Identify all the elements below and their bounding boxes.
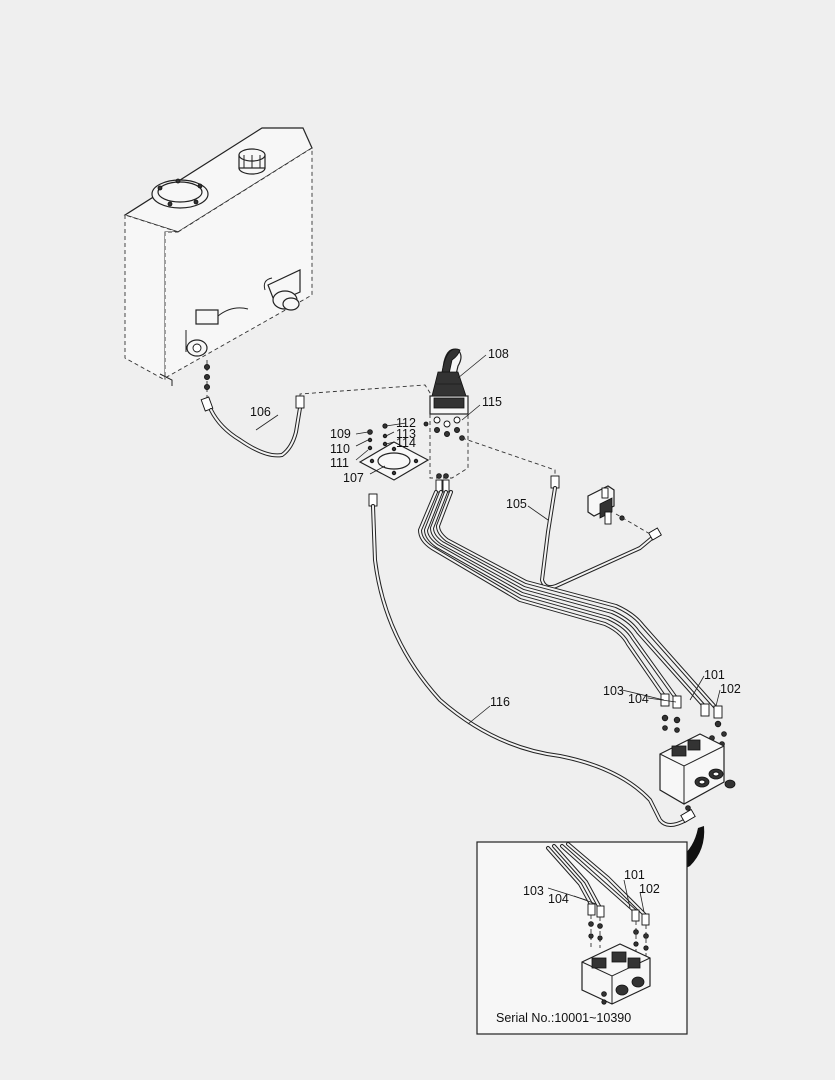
callout-112: 112	[396, 416, 416, 430]
inset-callout-102: 102	[639, 882, 660, 896]
callout-109: 109	[330, 427, 351, 441]
hydraulic-tank	[123, 127, 313, 386]
inset-callout-104: 104	[548, 892, 569, 906]
callout-104: 104	[628, 692, 649, 706]
joystick-valve	[423, 348, 469, 493]
inset-callout-103: 103	[523, 884, 544, 898]
callout-113: 113	[396, 427, 416, 441]
callout-108: 108	[488, 347, 509, 361]
mounting-hardware	[367, 423, 388, 451]
callout-leaders	[255, 354, 721, 725]
tank-return-port	[185, 307, 249, 357]
callout-116: 116	[490, 695, 510, 709]
pilot-block	[587, 485, 651, 535]
inset-callout-101: 101	[624, 868, 645, 882]
hose-106	[200, 360, 433, 458]
callout-101: 101	[704, 668, 725, 682]
callout-106: 106	[250, 405, 271, 419]
callout-111: 111	[330, 456, 349, 470]
callout-107: 107	[343, 471, 364, 485]
callout-115: 115	[482, 395, 502, 409]
breather-cap	[238, 148, 266, 175]
inspection-cover	[151, 178, 209, 209]
serial-number-label: Serial No.:10001~10390	[496, 1011, 631, 1025]
callout-114: 114	[396, 436, 416, 450]
callout-105: 105	[506, 497, 527, 511]
callout-103: 103	[603, 684, 624, 698]
control-valve	[659, 733, 736, 819]
callout-102: 102	[720, 682, 741, 696]
hose-bundle-101-104	[418, 490, 727, 747]
suction-filter	[263, 269, 301, 311]
hose-116	[368, 493, 696, 827]
callout-110: 110	[330, 442, 350, 456]
inset-detail	[476, 841, 688, 1035]
joystick-ports	[423, 416, 465, 441]
